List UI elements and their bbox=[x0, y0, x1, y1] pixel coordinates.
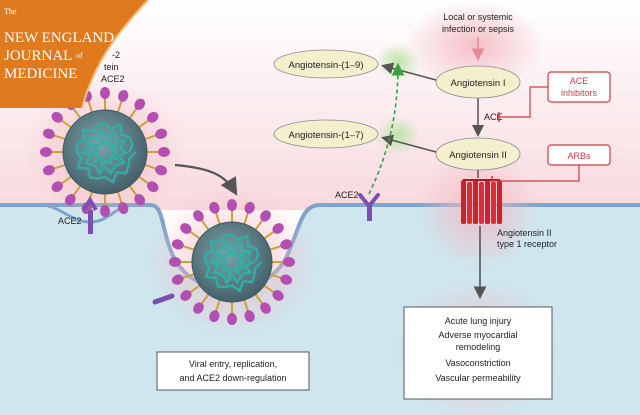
svg-text:Vascular permeability: Vascular permeability bbox=[435, 373, 521, 383]
nejm-logo: The NEW ENGLAND JOURNAL of MEDICINE bbox=[0, 0, 149, 109]
ace2-label-left: ACE2 bbox=[58, 216, 82, 226]
spike-protein bbox=[100, 205, 110, 217]
spike-protein bbox=[51, 111, 63, 123]
spike-protein bbox=[134, 98, 146, 110]
spike-protein bbox=[272, 223, 284, 234]
svg-text:JOURNAL: JOURNAL bbox=[4, 48, 72, 64]
spike-protein bbox=[283, 257, 295, 267]
ace2-label-mid: ACE2 bbox=[335, 190, 359, 200]
ace-label: ACE bbox=[484, 112, 503, 122]
svg-text:Vasoconstriction: Vasoconstriction bbox=[445, 358, 510, 368]
spike-protein bbox=[169, 257, 181, 267]
spike-protein bbox=[193, 210, 204, 222]
node-angiotensin-1-9: Angiotensin-(1–9) bbox=[273, 49, 379, 79]
viral-rna bbox=[207, 238, 254, 286]
infection-label-1: Local or systemic bbox=[443, 12, 513, 22]
spike-protein bbox=[180, 223, 192, 234]
spike-protein bbox=[227, 199, 237, 211]
spike-protein bbox=[40, 147, 52, 157]
spike-protein bbox=[280, 274, 293, 285]
svg-text:remodeling: remodeling bbox=[456, 342, 501, 352]
viral-rna bbox=[80, 127, 128, 176]
spike-protein bbox=[42, 128, 55, 139]
svg-text:ACE: ACE bbox=[570, 76, 589, 86]
arbs-box: ARBs bbox=[547, 144, 611, 166]
receptor-label-2: type 1 receptor bbox=[497, 239, 557, 249]
spike-protein bbox=[147, 181, 159, 193]
svg-text:Angiotensin I: Angiotensin I bbox=[451, 78, 506, 89]
glow-ang17 bbox=[376, 116, 420, 156]
svg-text:Acute lung injury: Acute lung injury bbox=[445, 316, 512, 326]
hidden-label-1: -2 bbox=[112, 50, 120, 60]
spike-protein bbox=[51, 181, 63, 193]
spike-protein bbox=[193, 302, 204, 314]
node-angiotensin-ii: Angiotensin II bbox=[435, 137, 521, 171]
svg-text:The: The bbox=[4, 7, 17, 16]
spike-protein bbox=[100, 87, 110, 99]
at1-receptor bbox=[461, 179, 502, 224]
node-angiotensin-1-7: Angiotensin-(1–7) bbox=[273, 119, 379, 149]
spike-protein bbox=[155, 128, 168, 139]
svg-text:MEDICINE: MEDICINE bbox=[4, 66, 77, 82]
node-angiotensin-i: Angiotensin I bbox=[435, 65, 521, 99]
spike-protein bbox=[180, 290, 192, 301]
spike-protein bbox=[227, 313, 237, 325]
hidden-label-2: tein bbox=[104, 62, 119, 72]
spike-protein bbox=[147, 111, 159, 123]
svg-text:inhibitors: inhibitors bbox=[561, 88, 598, 98]
ace2-green-arrow bbox=[368, 62, 405, 195]
glow-infection bbox=[405, 0, 545, 90]
spike-protein bbox=[260, 210, 271, 222]
svg-text:Adverse myocardial: Adverse myocardial bbox=[438, 330, 517, 340]
arrow-ang2-to-ang17 bbox=[381, 134, 437, 153]
coronavirus-internalized bbox=[169, 199, 295, 325]
spike-protein bbox=[209, 201, 220, 214]
spike-protein bbox=[244, 310, 255, 323]
spike-protein bbox=[171, 274, 184, 285]
viral-rna bbox=[87, 134, 122, 170]
spike-protein bbox=[64, 194, 76, 206]
spike-protein bbox=[118, 202, 129, 215]
spike-protein bbox=[280, 239, 293, 250]
viral-rna bbox=[203, 233, 263, 293]
spike-protein bbox=[158, 147, 170, 157]
ace-inhibitors-box: ACE inhibitors bbox=[547, 71, 611, 103]
spike-protein bbox=[42, 165, 55, 176]
arrow-virus-entry bbox=[174, 163, 238, 196]
spike-protein bbox=[155, 165, 168, 176]
svg-text:and ACE2 down-regulation: and ACE2 down-regulation bbox=[179, 373, 286, 383]
viral-rna bbox=[75, 121, 137, 184]
arbs-inhibitor-line bbox=[492, 165, 580, 182]
spike-protein bbox=[244, 201, 255, 214]
svg-text:Angiotensin-(1–7): Angiotensin-(1–7) bbox=[289, 130, 364, 141]
svg-text:Angiotensin-(1–9): Angiotensin-(1–9) bbox=[289, 60, 364, 71]
spike-protein bbox=[209, 310, 220, 323]
svg-text:Angiotensin II: Angiotensin II bbox=[449, 150, 507, 161]
svg-text:NEW ENGLAND: NEW ENGLAND bbox=[4, 30, 114, 46]
viral-entry-box: Viral entry, replication, and ACE2 down-… bbox=[156, 351, 310, 391]
viral-rna bbox=[214, 244, 249, 280]
hidden-label-3: ACE2 bbox=[101, 74, 125, 84]
spike-protein bbox=[272, 290, 284, 301]
infection-label-2: infection or sepsis bbox=[442, 24, 515, 34]
svg-text:of: of bbox=[76, 51, 83, 60]
spike-protein bbox=[118, 89, 129, 102]
svg-text:Viral entry, replication,: Viral entry, replication, bbox=[189, 359, 277, 369]
spike-protein bbox=[260, 302, 271, 314]
spike-protein bbox=[134, 194, 146, 206]
outcomes-box: Acute lung injury Adverse myocardial rem… bbox=[403, 306, 553, 400]
receptor-label-1: Angiotensin II bbox=[497, 228, 552, 238]
spike-protein bbox=[171, 239, 184, 250]
ace2-receptor-mid bbox=[358, 193, 380, 221]
ace2-receptor-left bbox=[82, 196, 98, 234]
svg-text:ARBs: ARBs bbox=[567, 151, 591, 161]
coronavirus-binding bbox=[40, 87, 170, 217]
ace-inhibitor-line bbox=[500, 86, 548, 118]
ace2-internalized bbox=[152, 293, 175, 305]
